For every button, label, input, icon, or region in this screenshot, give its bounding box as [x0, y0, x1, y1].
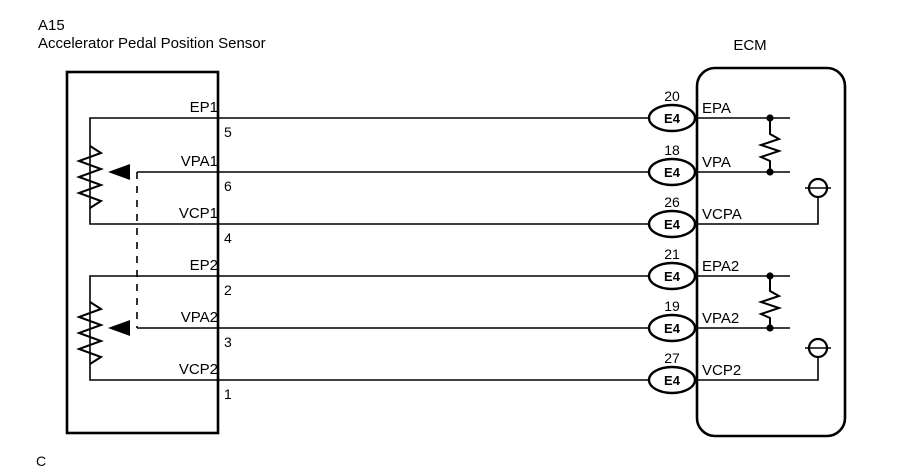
terminal-number-19: 19: [664, 298, 680, 314]
ecm-terminal-vpa2: E4 19 VPA2: [647, 298, 739, 343]
wire-ep2: [89, 275, 672, 328]
pin-number-1: 1: [224, 386, 232, 402]
circuit-ep2: EP2 2: [89, 257, 672, 328]
connector-oval-e4-18: [647, 157, 697, 187]
connector-oval-e4-27: [647, 365, 697, 395]
circuit-vpa2: VPA2 3: [108, 309, 672, 350]
terminal-name-vcpa: VCPA: [702, 206, 742, 223]
ecm-internal-circuit-b: [697, 272, 831, 381]
connector-code-27: E4: [664, 373, 681, 388]
signal-label-vcp2: VCP2: [179, 361, 218, 378]
junction-dot-epa: [766, 114, 774, 122]
ecm-resistor-a-icon: [757, 118, 783, 172]
component-name: Accelerator Pedal Position Sensor: [38, 35, 266, 52]
terminal-number-21: 21: [664, 246, 680, 262]
ecm-terminal-vcp2: E4 27 VCP2: [647, 350, 741, 395]
wiper-arrow-1: [108, 164, 130, 180]
circuit-ep1: EP1 5: [89, 99, 672, 172]
terminal-number-20: 20: [664, 88, 680, 104]
connector-code-19: E4: [664, 321, 681, 336]
wire-vcp1: [89, 172, 672, 225]
pin-number-6: 6: [224, 178, 232, 194]
potentiometer-1-icon: [76, 145, 104, 209]
connector-code-26: E4: [664, 217, 681, 232]
circuit-vcp1: VCP1 4: [89, 172, 672, 246]
signal-label-ep2: EP2: [190, 257, 218, 274]
terminal-name-epa2: EPA2: [702, 258, 739, 275]
pin-number-5: 5: [224, 124, 232, 140]
circuit-vpa1: VPA1 6: [108, 153, 672, 194]
terminal-name-epa: EPA: [702, 100, 731, 117]
ecm-terminal-vpa: E4 18 VPA: [647, 142, 731, 187]
signal-label-vpa1: VPA1: [181, 153, 218, 170]
signal-label-vcp1: VCP1: [179, 205, 218, 222]
connector-code-21: E4: [664, 269, 681, 284]
connector-code-20: E4: [664, 111, 681, 126]
pin-number-4: 4: [224, 230, 232, 246]
connector-code-18: E4: [664, 165, 681, 180]
ecm-terminal-epa: E4 20 EPA: [647, 88, 731, 133]
terminal-name-vpa: VPA: [702, 154, 731, 171]
connector-oval-e4-26: [647, 209, 697, 239]
wiper-arrow-2: [108, 320, 130, 336]
terminal-name-vcp2: VCP2: [702, 362, 741, 379]
ecm-label: ECM: [733, 37, 766, 54]
connector-oval-e4-21: [647, 261, 697, 291]
ecm-terminal-vcpa: E4 26 VCPA: [647, 194, 742, 239]
junction-dot-vpa2: [766, 324, 774, 332]
signal-label-ep1: EP1: [190, 99, 218, 116]
terminal-number-18: 18: [664, 142, 680, 158]
sensor-enclosure: [65, 70, 220, 435]
connector-oval-e4-19: [647, 313, 697, 343]
pin-number-2: 2: [224, 282, 232, 298]
terminal-number-26: 26: [664, 194, 680, 210]
terminal-name-vpa2: VPA2: [702, 310, 739, 327]
junction-dot-epa2: [766, 272, 774, 280]
ecm-enclosure: [695, 66, 847, 438]
ecm-internal-circuit-a: [697, 114, 831, 225]
ecm-resistor-b-icon: [757, 276, 783, 328]
signal-label-vpa2: VPA2: [181, 309, 218, 326]
wire-vcp2: [89, 328, 672, 381]
circuit-vcp2: VCP2 1: [89, 328, 672, 402]
pin-number-3: 3: [224, 334, 232, 350]
ecm-rail-vcp2: [697, 357, 819, 381]
ecm-terminal-epa2: E4 21 EPA2: [647, 246, 739, 291]
component-code: A15: [38, 17, 65, 34]
junction-dot-vpa: [766, 168, 774, 176]
wire-ep1: [89, 117, 672, 172]
potentiometer-2-icon: [76, 301, 104, 365]
footer-note: C: [36, 453, 46, 469]
connector-oval-e4-20: [647, 103, 697, 133]
ecm-rail-vcpa: [697, 197, 819, 225]
terminal-number-27: 27: [664, 350, 680, 366]
